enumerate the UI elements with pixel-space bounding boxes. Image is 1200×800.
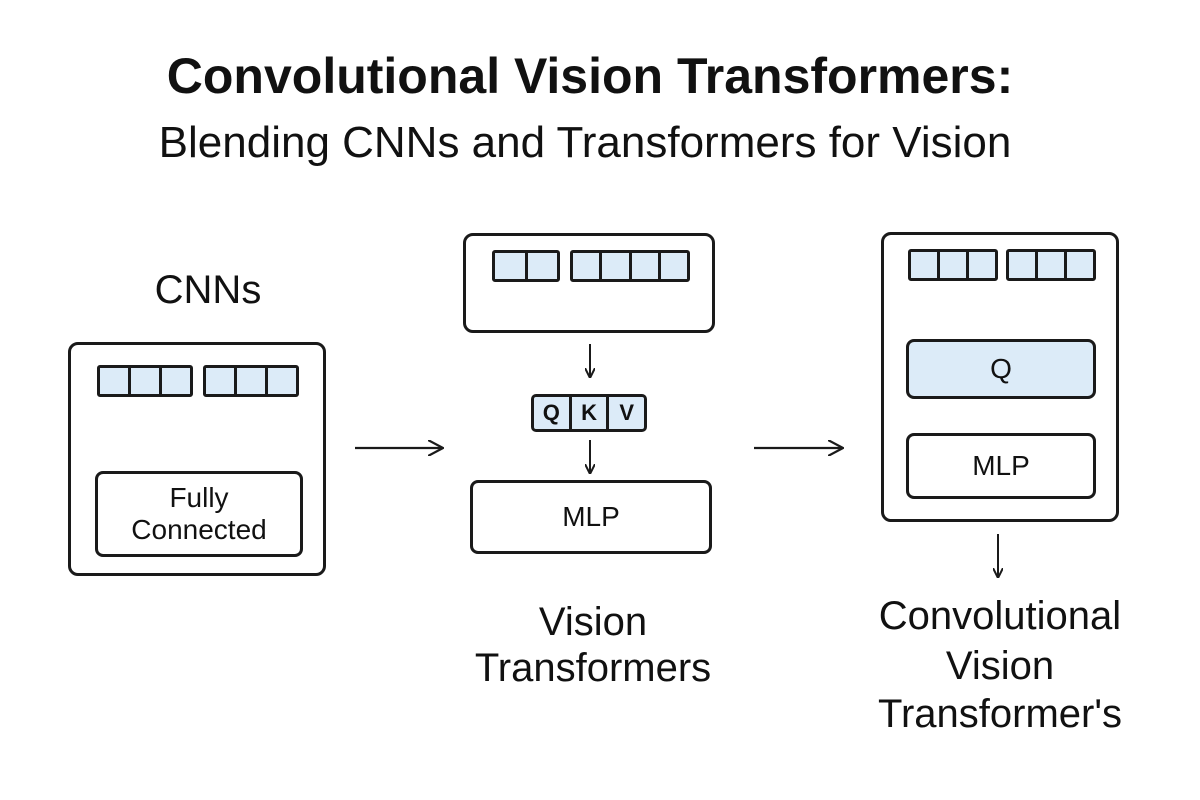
cvt-query-box: Q: [906, 339, 1096, 399]
query-cell: Q: [534, 397, 572, 429]
patch-cell: [632, 253, 661, 279]
vit-embedding-panel: [463, 233, 715, 333]
cnn-patch-group-1: [97, 365, 193, 397]
cvt-label-line2: Vision: [945, 644, 1055, 688]
patch-cell: [940, 252, 969, 278]
patch-cell: [237, 368, 268, 394]
patch-cell: [573, 253, 603, 279]
patch-cell: [206, 368, 237, 394]
patch-cell: [100, 368, 131, 394]
vit-mlp-box: MLP: [470, 480, 712, 554]
cvt-mlp-box: MLP: [906, 433, 1096, 499]
diagram-title: Convolutional Vision Transformers:: [166, 48, 1014, 104]
cnn-patch-group-2: [203, 365, 299, 397]
cvt-panel: Q MLP: [881, 232, 1119, 522]
cvt-patch-group-2: [1006, 249, 1096, 281]
patch-cell: [528, 253, 558, 279]
cvt-label-line3: Transformer's: [878, 692, 1122, 736]
patch-cell: [911, 252, 940, 278]
qkv-block: Q K V: [531, 394, 647, 432]
cvt-patch-group-1: [908, 249, 998, 281]
cnn-label: CNNs: [154, 268, 262, 312]
patch-cell: [1038, 252, 1067, 278]
vit-label-line1: Vision: [538, 600, 648, 644]
vit-label-line2: Transformers: [474, 646, 712, 690]
patch-cell: [1067, 252, 1093, 278]
value-cell: V: [619, 400, 635, 425]
vit-patch-group-1: [492, 250, 560, 282]
key-cell: K: [572, 397, 610, 429]
patch-cell: [969, 252, 995, 278]
cnn-panel: Fully Connected: [68, 342, 326, 576]
cvt-label-line1: Convolutional: [878, 594, 1122, 638]
patch-cell: [661, 253, 687, 279]
vit-patch-group-2: [570, 250, 690, 282]
patch-cell: [495, 253, 528, 279]
patch-cell: [1009, 252, 1038, 278]
patch-cell: [131, 368, 162, 394]
fully-connected-line2: Connected: [131, 514, 267, 545]
diagram-subtitle: Blending CNNs and Transformers for Visio…: [158, 118, 1012, 167]
patch-cell: [268, 368, 296, 394]
patch-cell: [602, 253, 632, 279]
patch-cell: [162, 368, 190, 394]
fully-connected-line1: Fully: [169, 482, 229, 513]
fully-connected-box: Fully Connected: [95, 471, 303, 557]
